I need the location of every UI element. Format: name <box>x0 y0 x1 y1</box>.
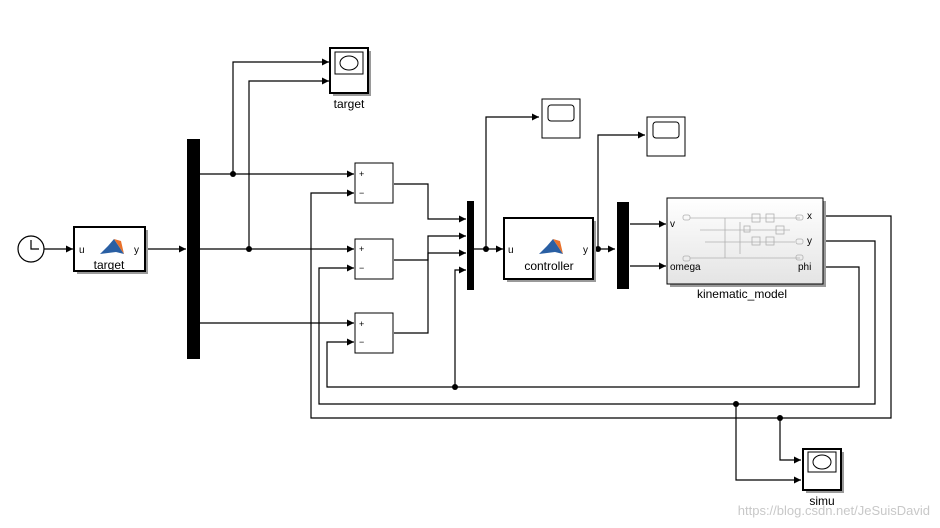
branch-dot <box>230 171 236 177</box>
branch-dot <box>452 384 458 390</box>
controller-in-port: u <box>508 245 514 256</box>
km-input-omega: omega <box>670 262 701 273</box>
simu-scope-label: simu <box>809 494 834 508</box>
sum2-plus: + <box>359 244 364 254</box>
wire-feedback-y[interactable] <box>318 240 876 405</box>
controller-out-port: y <box>583 245 588 256</box>
km-output-y: y <box>807 236 812 247</box>
target-function-block[interactable]: u y target <box>73 226 148 274</box>
scope-screen-icon <box>334 51 364 75</box>
km-output-phi: phi <box>798 262 811 273</box>
scope-block-3[interactable] <box>646 116 686 157</box>
wire-sum1-mux2[interactable] <box>394 183 466 223</box>
simu-scope-block[interactable]: simu <box>802 448 844 508</box>
wire-branch-target-scope-2[interactable] <box>248 77 329 249</box>
target-out-port: y <box>134 245 139 256</box>
km-output-x: x <box>807 211 812 222</box>
sum1-minus: − <box>359 188 364 198</box>
wire-y-simu[interactable] <box>735 404 801 484</box>
branch-dot <box>777 415 783 421</box>
sum-block-1[interactable]: + − <box>354 162 394 204</box>
wire-feedback-mux2[interactable] <box>454 266 466 387</box>
mux-bar-3[interactable] <box>617 202 629 289</box>
mux-bar-2[interactable] <box>467 201 474 290</box>
km-input-v: v <box>670 219 675 230</box>
wire-controller-scope3[interactable] <box>597 131 645 249</box>
scope-screen-icon <box>652 121 680 139</box>
wire-feedback-x[interactable] <box>310 189 892 419</box>
controller-label: controller <box>524 259 573 273</box>
branch-points <box>230 171 783 421</box>
branch-dot <box>595 246 601 252</box>
wire-sum3-mux2[interactable] <box>394 249 466 334</box>
matlab-logo-icon <box>100 239 124 254</box>
watermark: https://blog.csdn.net/JeSuisDavid <box>738 503 930 518</box>
wire-feedback-phi[interactable] <box>326 266 860 388</box>
scope-screen-icon <box>547 104 575 122</box>
target-scope-block[interactable]: target <box>329 47 371 111</box>
matlab-logo-icon <box>539 239 563 254</box>
scope-block-2[interactable] <box>541 98 581 139</box>
sum3-plus: + <box>359 319 364 329</box>
clock-block[interactable] <box>17 235 45 263</box>
wire-sum2-mux2[interactable] <box>394 232 466 261</box>
subsystem-preview-icon <box>682 213 804 262</box>
branch-dot <box>246 246 252 252</box>
branch-dot <box>483 246 489 252</box>
controller-block[interactable]: u y controller <box>503 217 596 282</box>
target-in-port: u <box>79 245 85 256</box>
sum1-plus: + <box>359 169 364 179</box>
signal-lines <box>44 58 892 484</box>
wire-x-simu[interactable] <box>779 418 801 464</box>
target-scope-label: target <box>334 97 365 111</box>
branch-dot <box>733 401 739 407</box>
wire-branch-target-scope-1[interactable] <box>232 58 329 174</box>
sum2-minus: − <box>359 263 364 273</box>
bus-creator-bar[interactable] <box>187 139 200 359</box>
sum-block-2[interactable]: + − <box>354 238 394 280</box>
sum-block-3[interactable]: + − <box>354 312 394 354</box>
kinematic-model-label: kinematic_model <box>697 287 787 301</box>
wire-mux2-scope2[interactable] <box>485 113 539 249</box>
sum3-minus: − <box>359 337 364 347</box>
target-function-label: target <box>94 258 125 272</box>
kinematic-model-block[interactable]: v omega x y phi kinematic_model <box>666 197 826 301</box>
